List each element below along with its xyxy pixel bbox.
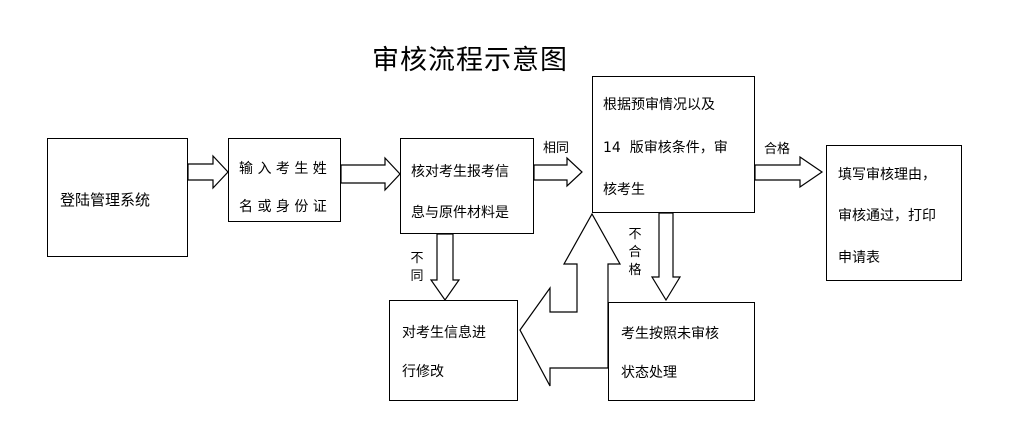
node-modify-line-1: 对考生信息进 (402, 325, 486, 341)
node-verify-line-1: 核对考生报考信 (411, 164, 509, 180)
edge-label-fail: 不合格 (628, 227, 642, 278)
arrow-input-to-verify (340, 156, 401, 192)
arrow-preaudit-to-unaudited (650, 212, 682, 302)
node-approve: 填写审核理由， 审核通过，打印 申请表 (826, 145, 962, 281)
node-modify: 对考生信息进 行修改 (389, 300, 518, 401)
edge-label-pass: 合格 (764, 142, 791, 157)
node-unaudited-line-1: 考生按照未审核 (621, 326, 719, 342)
node-preaudit: 根据预审情况以及 14 版审核条件，审 核考生 (592, 76, 755, 213)
node-approve-line-1: 填写审核理由， (838, 167, 936, 183)
diagram-title: 审核流程示意图 (372, 45, 568, 76)
node-input-id-line-2: 名 或 身 份 证 (239, 199, 327, 215)
node-unaudited: 考生按照未审核 状态处理 (608, 302, 755, 401)
edge-label-same: 相同 (543, 141, 570, 156)
edge-label-different: 不同 (410, 251, 424, 284)
node-login: 登陆管理系统 (47, 138, 188, 257)
arrow-modify-to-preaudit (519, 212, 622, 387)
node-preaudit-line-1: 根据预审情况以及 (603, 97, 715, 113)
node-approve-line-2: 审核通过，打印 (838, 208, 936, 224)
node-modify-line-2: 行修改 (402, 364, 444, 380)
node-preaudit-line-2: 14 版审核条件，审 (603, 140, 728, 156)
node-preaudit-line-3: 核考生 (603, 182, 645, 198)
node-input-id: 输 入 考 生 姓 名 或 身 份 证 (228, 138, 341, 222)
node-verify-line-2: 息与原件材料是 (411, 205, 509, 221)
arrow-verify-to-modify (429, 233, 461, 302)
node-verify: 核对考生报考信 息与原件材料是 (400, 138, 534, 234)
node-unaudited-line-2: 状态处理 (621, 365, 677, 381)
node-login-text: 登陆管理系统 (60, 191, 151, 209)
node-approve-line-3: 申请表 (838, 250, 880, 266)
arrow-preaudit-to-approve (754, 155, 824, 189)
arrow-verify-to-preaudit (533, 156, 583, 188)
node-input-id-line-1: 输 入 考 生 姓 (239, 161, 327, 177)
arrow-login-to-input (187, 154, 229, 190)
